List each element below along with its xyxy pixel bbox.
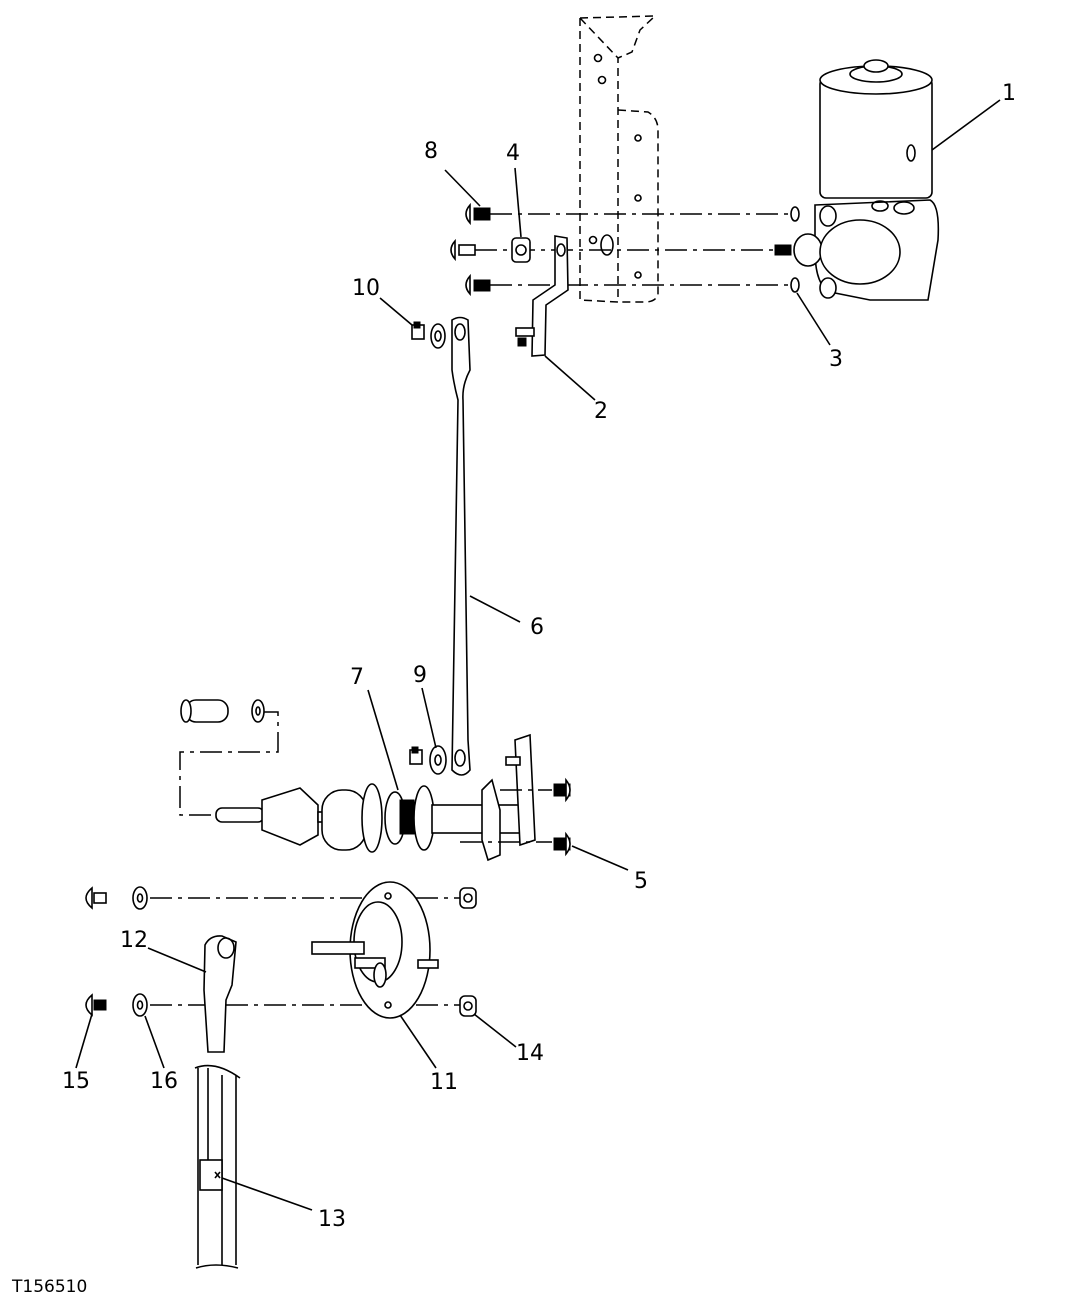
part-6-link-rod <box>451 316 471 776</box>
callout-12: 12 <box>120 928 148 953</box>
part-2-lever <box>515 235 569 357</box>
callout-9: 9 <box>413 663 427 688</box>
callout-13: 13 <box>318 1207 346 1232</box>
callout-15: 15 <box>62 1069 90 1094</box>
callout-5: 5 <box>634 869 648 894</box>
part-14-nut <box>459 887 477 1017</box>
mounting-bracket <box>579 15 659 303</box>
callout-7: 7 <box>350 665 364 690</box>
part-12-lever-handle <box>203 935 237 1053</box>
part-15-screw <box>85 886 107 1017</box>
part-9-washer <box>429 745 447 775</box>
part-10-clip <box>409 321 446 765</box>
part-11-flange-plate <box>311 881 439 1019</box>
callout-8: 8 <box>424 139 438 164</box>
callout-11: 11 <box>430 1070 458 1095</box>
part-8-screw <box>450 202 491 297</box>
callout-4: 4 <box>506 141 520 166</box>
callout-14: 14 <box>516 1041 544 1066</box>
part-1-actuator-motor <box>793 59 940 301</box>
alignment-lines <box>150 213 790 1006</box>
callout-16: 16 <box>150 1069 178 1094</box>
part-3-washer <box>774 206 800 293</box>
callout-labels: 1 2 3 4 5 6 7 8 9 10 11 12 13 14 15 16 <box>62 81 1016 1232</box>
part-7-control-knob-assembly <box>180 699 571 862</box>
part-4-nut <box>511 237 531 263</box>
leader-lines <box>75 99 1001 1211</box>
callout-10: 10 <box>352 276 380 301</box>
callout-3: 3 <box>829 347 843 372</box>
part-13-lever-rod <box>194 1064 241 1269</box>
callout-2: 2 <box>594 399 608 424</box>
figure-id: T156510 <box>11 1277 87 1297</box>
callout-1: 1 <box>1002 81 1016 106</box>
part-16-washer <box>132 886 148 1017</box>
callout-6: 6 <box>530 615 544 640</box>
